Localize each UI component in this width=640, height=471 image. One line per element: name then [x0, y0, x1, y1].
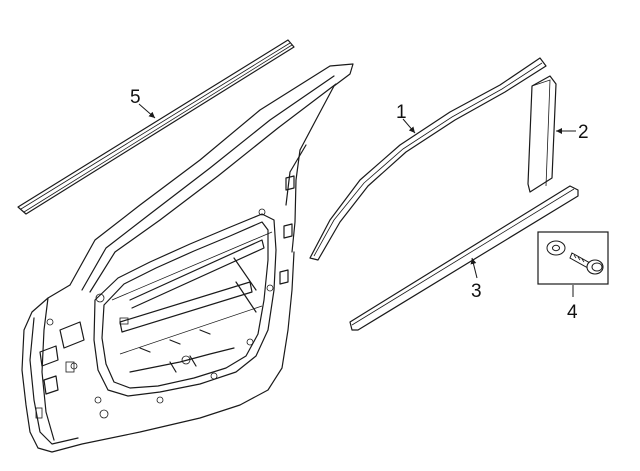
part-3-lower-molding[interactable] [349, 185, 579, 331]
callout-2: 2 [578, 122, 589, 143]
callout-1: 1 [396, 102, 407, 123]
callout-5: 5 [130, 87, 141, 108]
callout-4: 4 [567, 302, 578, 323]
part-5-belt-molding[interactable] [17, 39, 295, 215]
part-4-hardware-box[interactable] [537, 231, 609, 285]
door-frame [21, 63, 354, 453]
part-1-frame-molding[interactable] [309, 57, 547, 261]
callout-3: 3 [471, 281, 482, 302]
leader-lines [138, 103, 576, 297]
bolt-icon [569, 252, 604, 275]
part-2-pillar-trim[interactable] [527, 75, 557, 193]
washer-icon [546, 240, 566, 256]
